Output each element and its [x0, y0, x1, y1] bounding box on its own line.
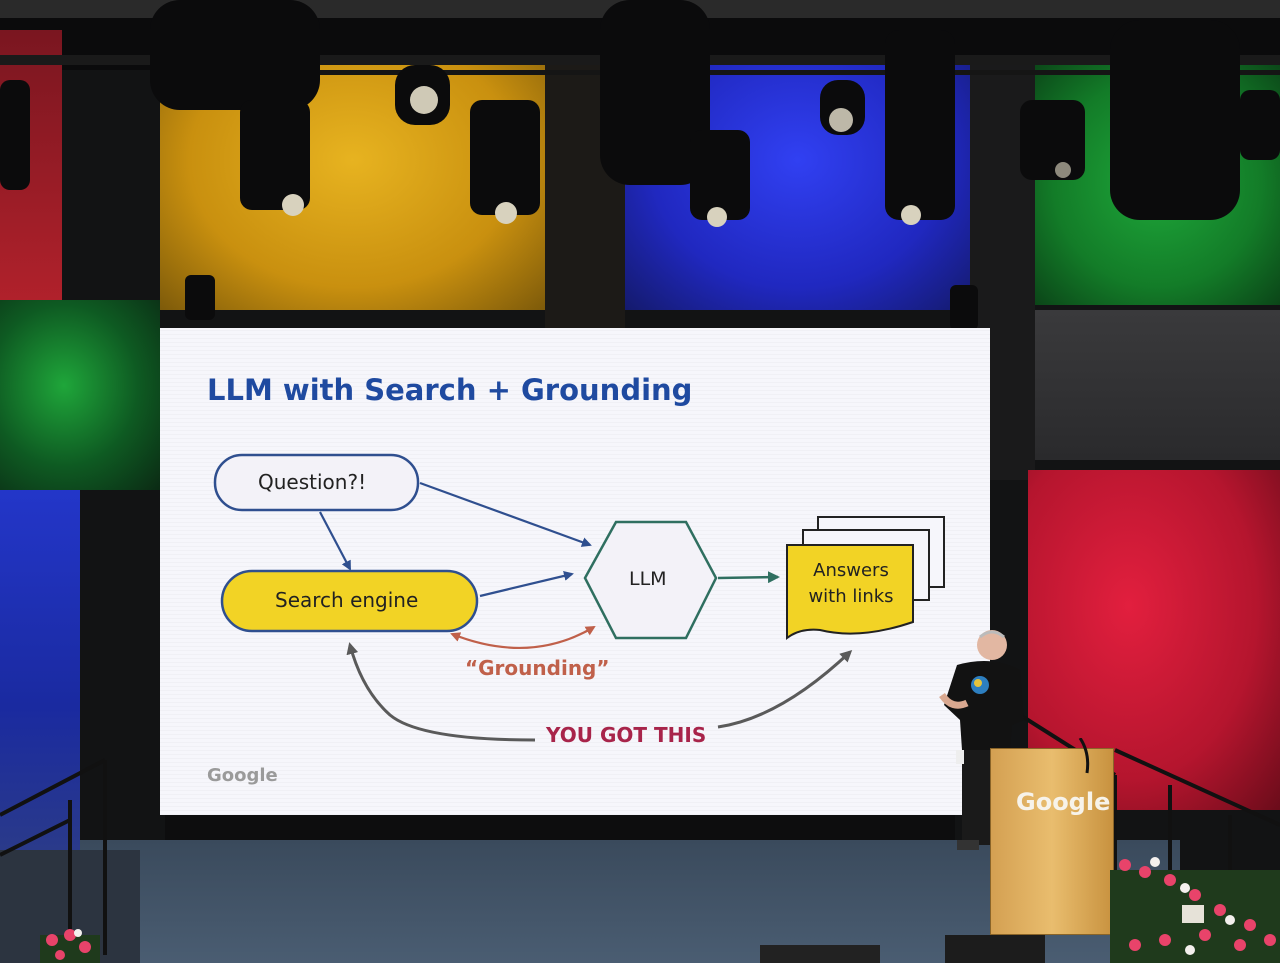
- grounding-label: “Grounding”: [465, 656, 610, 680]
- arrow-you-got-this-right: [717, 649, 853, 729]
- flower-bed-left: [40, 929, 100, 963]
- slide-google-logo: Google: [207, 765, 278, 786]
- question-node: [213, 453, 420, 512]
- search-engine-node: [220, 569, 479, 633]
- question-label: Question?!: [258, 470, 367, 494]
- railing-left: [0, 758, 107, 955]
- arrow-grounding: [450, 625, 596, 650]
- answers-node: [786, 516, 945, 641]
- podium-google-logo: Google: [1016, 788, 1111, 816]
- stage-monitors: [760, 935, 1045, 963]
- slide-title: LLM with Search + Grounding: [207, 373, 693, 407]
- answers-label-line2: with links: [808, 586, 894, 607]
- arrow-question-to-llm: [419, 481, 592, 547]
- llm-label: LLM: [629, 568, 667, 590]
- arrow-question-to-search: [319, 511, 351, 571]
- railing-right: [1020, 713, 1280, 905]
- you-got-this-label: YOU GOT THIS: [546, 723, 707, 747]
- podium: [990, 748, 1114, 935]
- answers-label-line1: Answers: [813, 560, 889, 581]
- search-engine-label: Search engine: [275, 588, 419, 612]
- wall-panel-gray-right: [1035, 310, 1280, 460]
- wall-panel-green-left: [0, 300, 160, 490]
- arrow-llm-to-answers: [717, 571, 780, 584]
- answers-label: Answers with links: [796, 558, 906, 610]
- arrow-you-got-this-left: [346, 642, 536, 742]
- podium-microphone: [1078, 738, 1090, 774]
- lighting-rig: [0, 0, 1280, 330]
- flower-bed-right: [1110, 857, 1280, 963]
- arrow-search-to-llm: [479, 570, 574, 598]
- wall-panel-blue-left: [0, 490, 80, 850]
- llm-node: [583, 520, 718, 640]
